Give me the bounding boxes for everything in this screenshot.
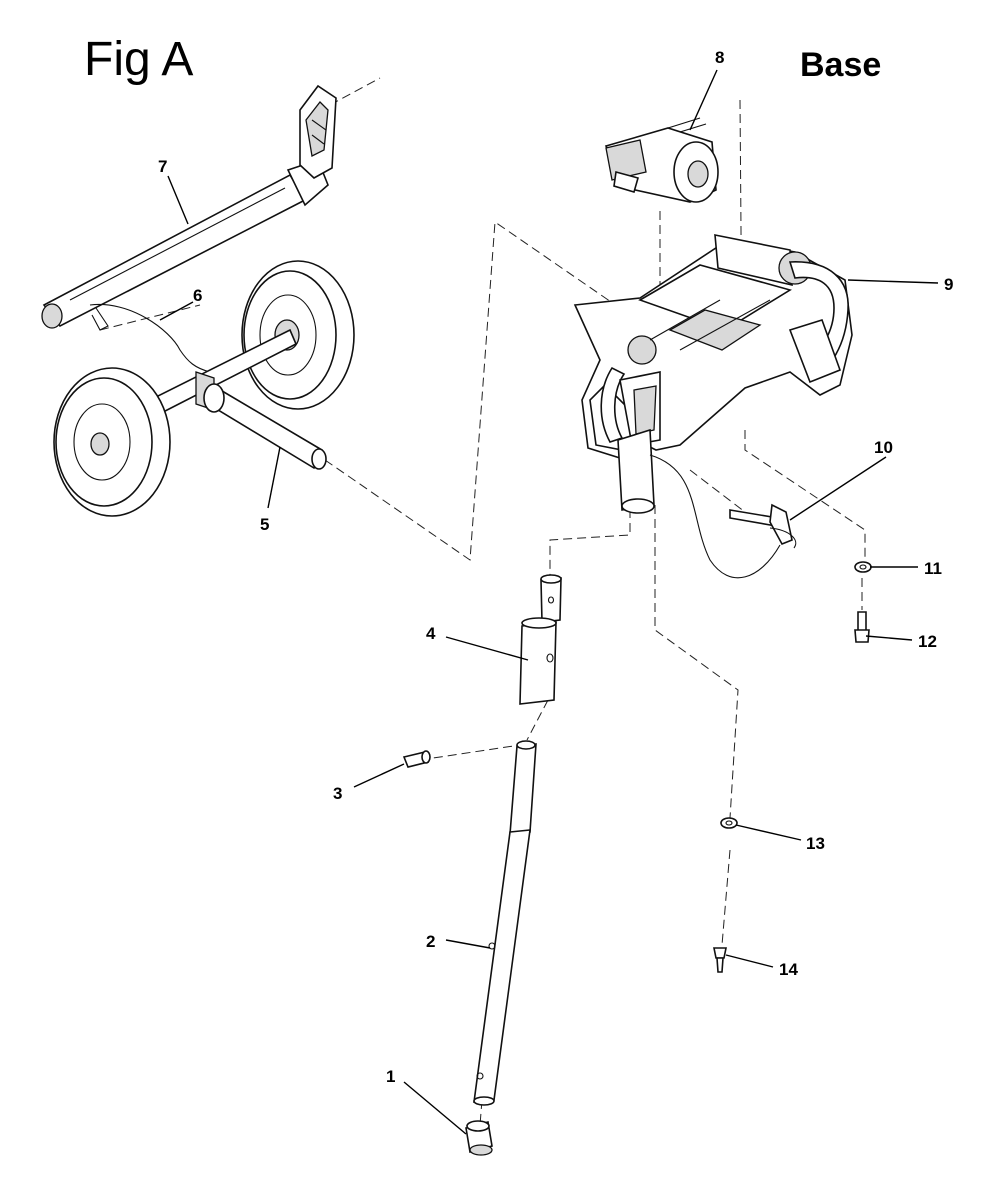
callout-10: 10 (874, 438, 893, 457)
callout-9: 9 (944, 275, 953, 294)
callout-1: 1 (386, 1067, 395, 1086)
part-1-foot-cap (465, 1120, 493, 1156)
callout-14: 14 (779, 960, 798, 979)
callout-8: 8 (715, 48, 724, 67)
part-7-handle (41, 84, 337, 329)
callout-11: 11 (924, 559, 942, 578)
callout-12: 12 (918, 632, 937, 651)
callout-5: 5 (260, 515, 269, 534)
callout-2: 2 (426, 932, 435, 951)
callout-3: 3 (333, 784, 342, 803)
part-10-pin (729, 503, 797, 549)
part-8-motor (604, 117, 719, 203)
callout-numbers: 1 2 3 4 5 6 7 8 9 10 11 12 13 14 (158, 48, 953, 1086)
leader-lines (159, 69, 939, 1135)
part-3-pin (402, 750, 431, 768)
part-14-screw (713, 947, 727, 973)
part-5-wheel-axle (53, 260, 355, 517)
part-2-leg-tube (473, 740, 537, 1106)
callout-7: 7 (158, 157, 167, 176)
callout-6: 6 (193, 286, 202, 305)
figure-title: Fig A (84, 33, 194, 86)
part-11-washer (854, 561, 872, 573)
section-title: Base (800, 46, 882, 84)
part-6-cable (89, 303, 211, 373)
part-13-washer (720, 817, 738, 829)
callout-13: 13 (806, 834, 825, 853)
part-12-bolt (854, 611, 870, 643)
callout-4: 4 (426, 624, 436, 643)
part-9-base-frame (573, 234, 853, 579)
part-4-socket-tube (519, 574, 562, 705)
